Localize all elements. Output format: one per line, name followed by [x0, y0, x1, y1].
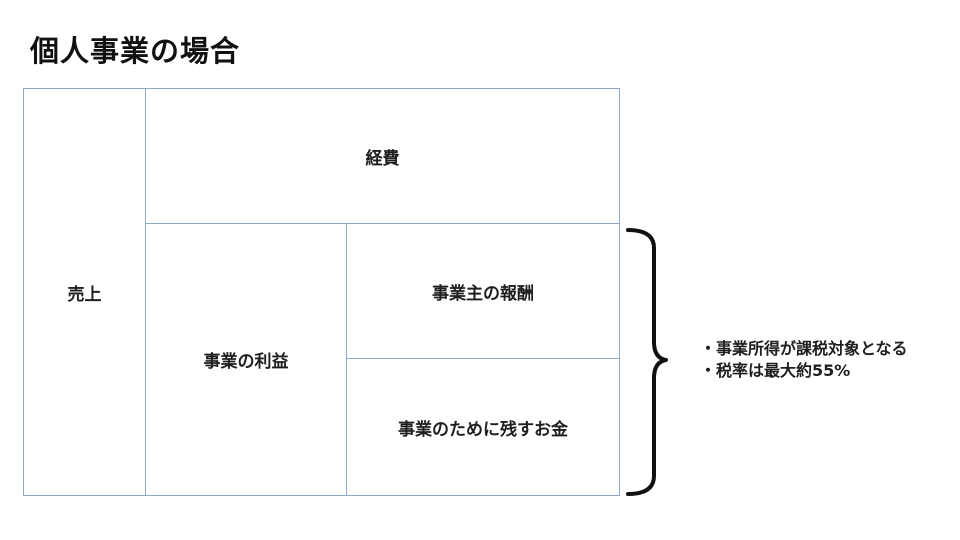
expenses-label: 経費 [365, 148, 400, 169]
retained-money-label: 事業のために残すお金 [398, 419, 568, 440]
page-title: 個人事業の場合 [30, 34, 241, 68]
note-taxable-income: ・事業所得が課税対象となる [700, 339, 908, 358]
note-tax-rate: ・税率は最大約55% [700, 361, 851, 380]
sales-label: 売上 [67, 284, 102, 305]
sales-box: 売上 [23, 88, 146, 496]
expenses-box: 経費 [145, 88, 620, 224]
owner-compensation-box: 事業主の報酬 [346, 223, 620, 359]
tax-notes: ・事業所得が課税対象となる ・税率は最大約55% [700, 338, 908, 382]
business-profit-label: 事業の利益 [203, 352, 289, 372]
owner-compensation-label: 事業主の報酬 [432, 283, 534, 304]
retained-money-box: 事業のために残すお金 [346, 358, 620, 496]
curly-brace-icon [626, 228, 668, 496]
business-profit-box: 事業の利益 [145, 223, 347, 496]
